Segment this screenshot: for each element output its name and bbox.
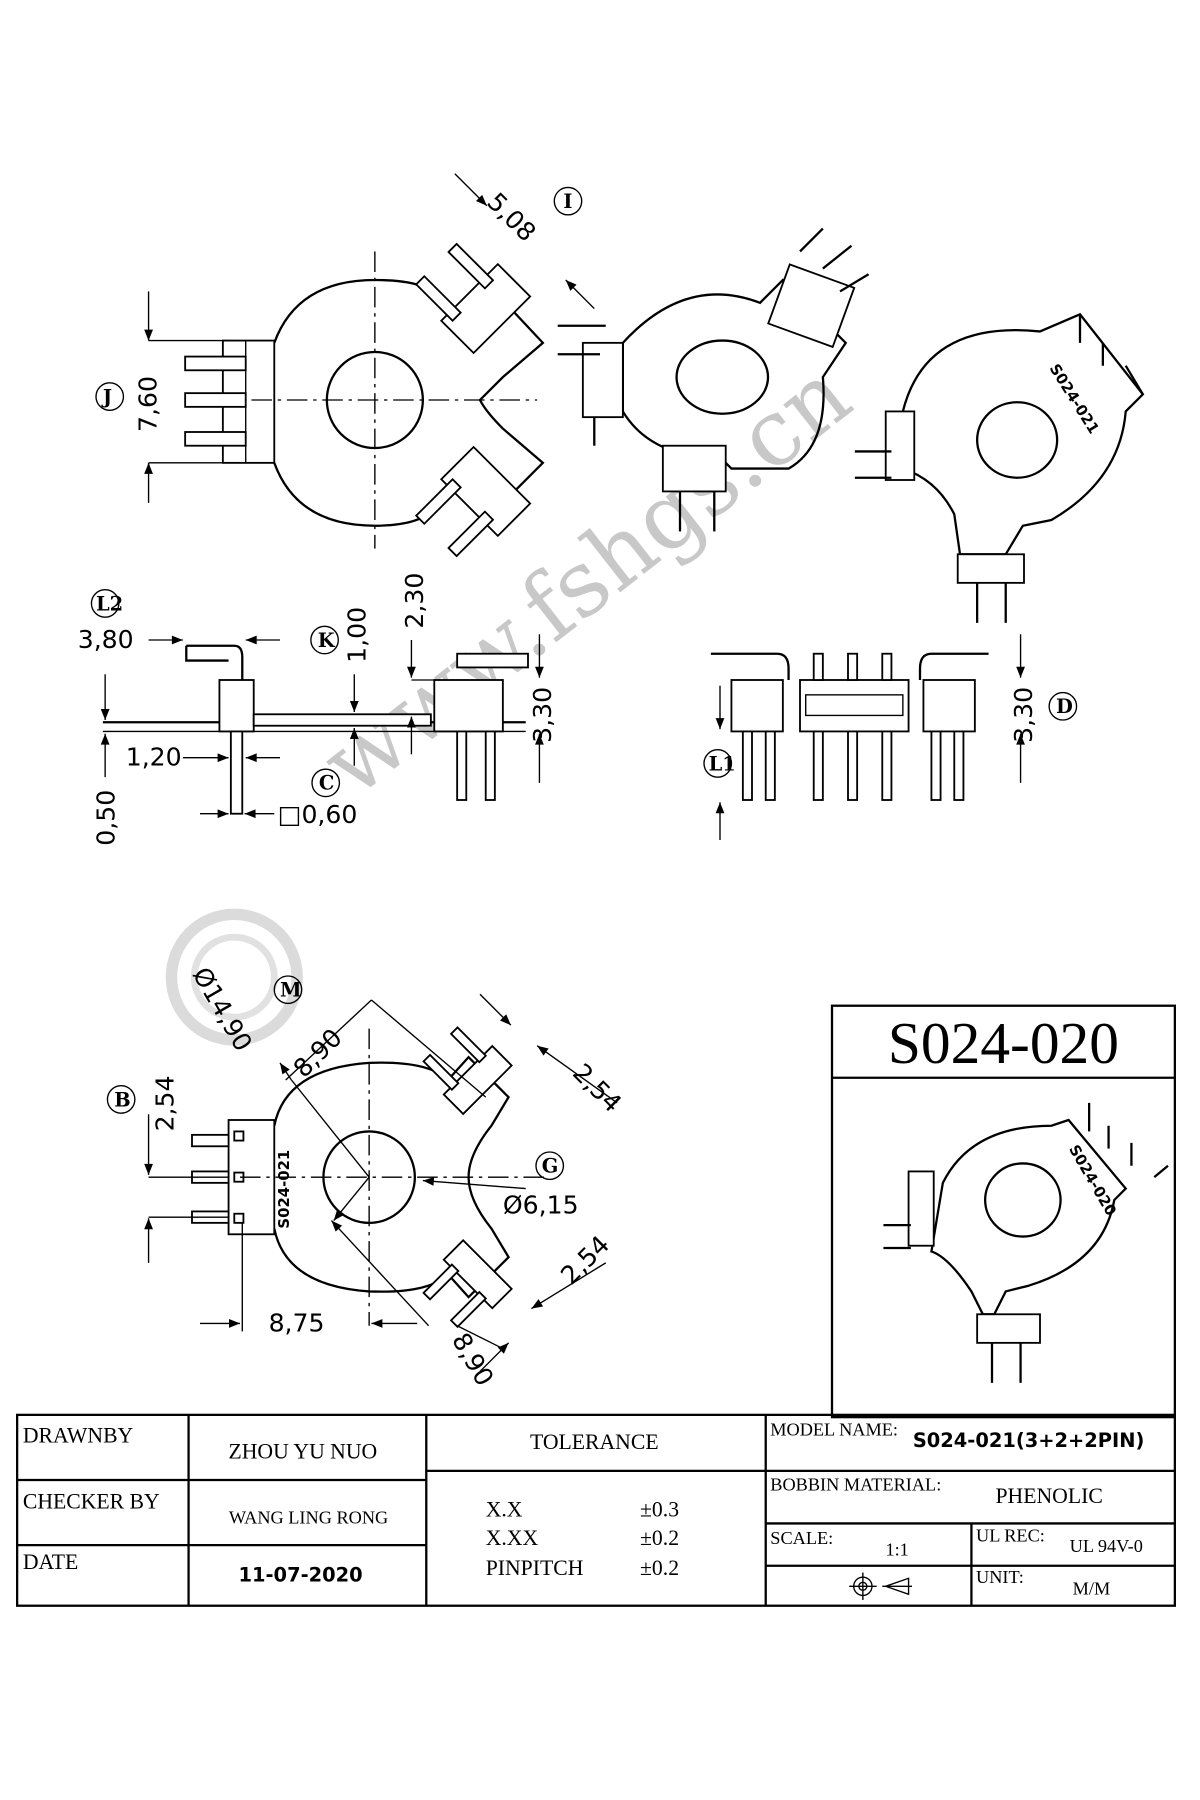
drawn-by-label: DRAWNBY: [23, 1423, 134, 1447]
tol-val-1: ±0.2: [640, 1526, 679, 1550]
tol-key-1: X.XX: [486, 1526, 539, 1550]
tol-val-0: ±0.3: [640, 1498, 679, 1522]
unit-value: M/M: [1073, 1578, 1111, 1598]
top-view: J 7,60 5,08 I: [95, 173, 595, 558]
watermark-seal: [165, 908, 303, 1046]
front-view: 3,30 D L1: [703, 634, 1078, 840]
bottom-view: S024-021 Ø14,90 M 8,90 8,90 2,54 2: [106, 962, 627, 1391]
isometric-view-2: S024-021: [854, 312, 1145, 623]
dim-254b-value: 2,54: [555, 1230, 615, 1290]
part-number-inset: S024-020 S024-020: [830, 1004, 1176, 1419]
date-value: 11-07-2020: [239, 1564, 363, 1587]
dim-254a-value: 2,54: [567, 1058, 627, 1118]
tol-key-0: X.X: [486, 1498, 523, 1522]
drawn-by-value: ZHOU YU NUO: [229, 1439, 378, 1463]
ul-label: UL REC:: [976, 1526, 1045, 1546]
dim-D-value: 3,30: [1009, 687, 1038, 743]
dim-050-value: 0,50: [91, 790, 120, 846]
dim-330-value: 3,30: [528, 687, 557, 743]
model-name-label: MODEL NAME:: [770, 1419, 898, 1439]
dim-I-value: 5,08: [481, 187, 541, 247]
checker-value: WANG LING RONG: [229, 1507, 388, 1527]
dim-C-value: □0,60: [278, 800, 358, 829]
dim-tag-C: C: [319, 772, 334, 795]
material-value: PHENOLIC: [995, 1484, 1102, 1508]
dim-tag-L1: L1: [709, 752, 736, 775]
dim-tag-D: D: [1056, 695, 1073, 718]
material-label: BOBBIN MATERIAL:: [770, 1474, 941, 1494]
dim-230-value: 2,30: [400, 573, 429, 629]
scale-value: 1:1: [885, 1539, 908, 1559]
dim-tag-J: J: [101, 385, 112, 408]
side-view: 3,80 L2 1,20 0,50 □0,60 C 1,00 K 2,30 3,…: [78, 573, 557, 846]
dim-tag-I: I: [563, 190, 572, 213]
dim-G-value: Ø6,15: [503, 1191, 579, 1220]
tol-key-2: PINPITCH: [486, 1556, 584, 1580]
isometric-view-1: [557, 227, 870, 532]
part-number: S024-020: [888, 1010, 1119, 1076]
dim-875-value: 8,75: [269, 1308, 325, 1337]
checker-label: CHECKER BY: [23, 1490, 160, 1514]
title-block: DRAWNBY ZHOU YU NUO CHECKER BY WANG LING…: [16, 1413, 1176, 1607]
dim-120-value: 1,20: [126, 743, 182, 772]
tol-val-2: ±0.2: [640, 1556, 679, 1580]
date-label: DATE: [23, 1550, 78, 1574]
bottom-body-marking: S024-021: [275, 1150, 293, 1229]
dim-B-value: 2,54: [151, 1075, 180, 1131]
dim-J-value: 7,60: [134, 376, 163, 432]
dim-K-value: 1,00: [343, 607, 372, 663]
dim-tag-L2: L2: [96, 592, 123, 615]
inset-marking: S024-020: [1065, 1142, 1120, 1219]
projection-symbol-icon: [849, 1572, 912, 1600]
ul-value: UL 94V-0: [1070, 1536, 1143, 1556]
unit-label: UNIT:: [976, 1567, 1024, 1587]
tolerance-label: TOLERANCE: [530, 1430, 659, 1454]
model-name-value: S024-021(3+2+2PIN): [913, 1429, 1145, 1452]
dim-tag-M: M: [280, 979, 301, 1002]
scale-label: SCALE:: [770, 1528, 833, 1548]
dim-L2-value: 3,80: [78, 625, 134, 654]
dim-tag-K: K: [318, 629, 336, 652]
dim-tag-B: B: [114, 1088, 130, 1111]
dim-tag-G: G: [542, 1155, 559, 1178]
